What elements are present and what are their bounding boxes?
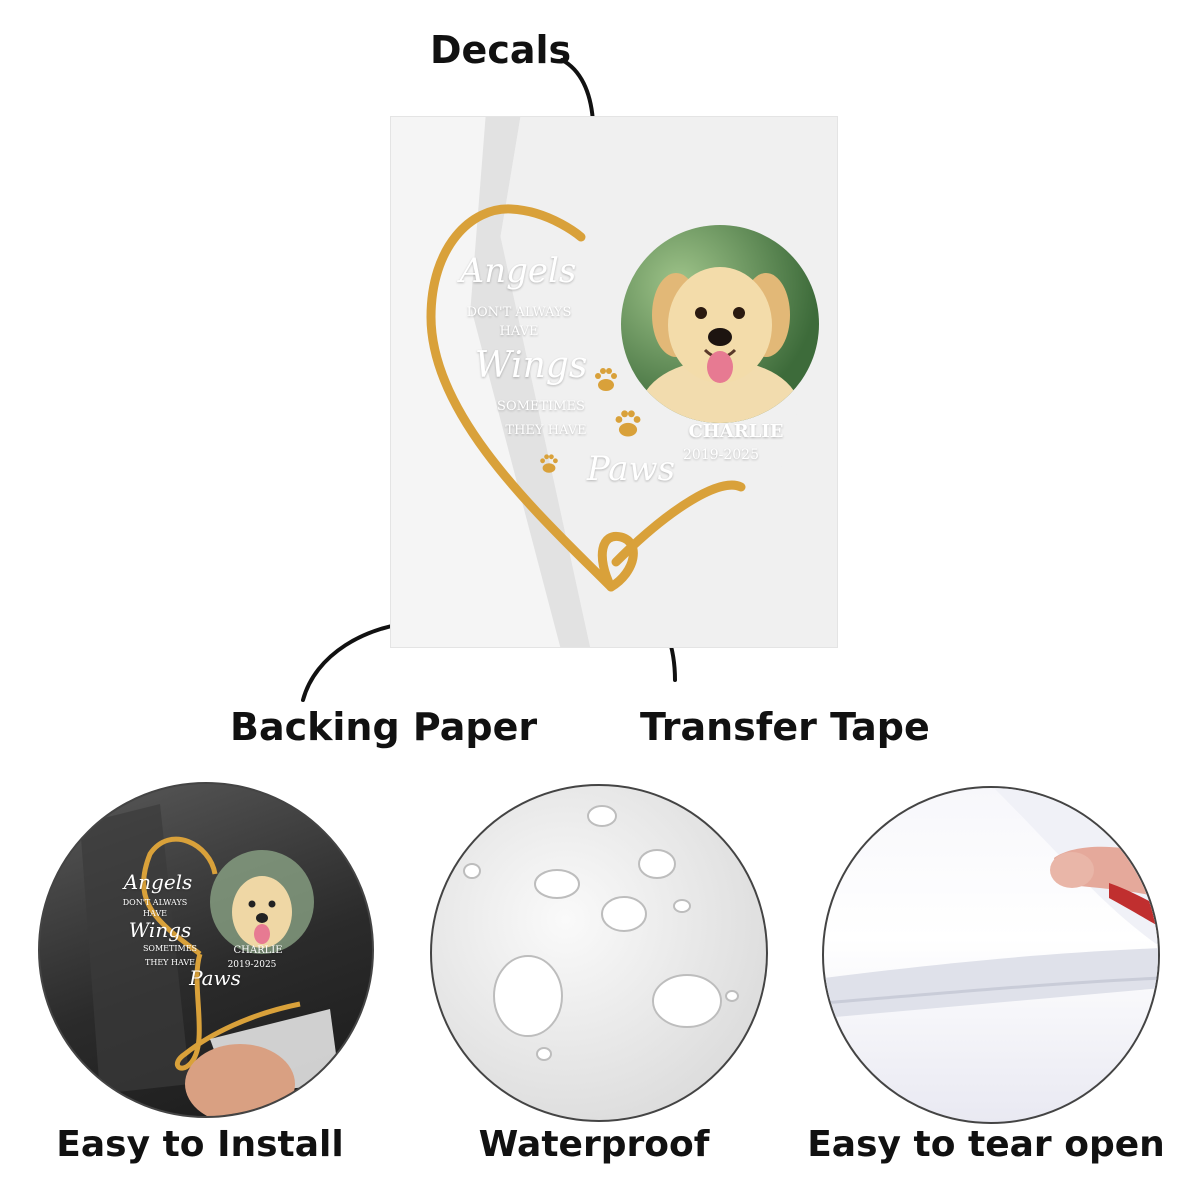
feature-label-install: Easy to Install bbox=[56, 1124, 344, 1165]
install-scene bbox=[80, 804, 340, 1116]
decal-have: HAVE bbox=[499, 324, 539, 339]
thumb-they-have: THEY HAVE bbox=[145, 958, 195, 967]
thumb-pet-years: 2019-2025 bbox=[227, 960, 277, 970]
thumb-wings: Wings bbox=[128, 918, 192, 942]
pet-years: 2019-2025 bbox=[683, 447, 759, 463]
thumb-sometimes: SOMETIMES bbox=[142, 944, 198, 953]
feature-tear-open-image bbox=[822, 786, 1160, 1124]
feature-waterproof-image bbox=[430, 784, 768, 1122]
thumb-paws: Paws bbox=[189, 966, 241, 990]
decals-label: Decals bbox=[430, 28, 572, 72]
feature-label-tear-open: Easy to tear open bbox=[807, 1124, 1165, 1165]
thumb-pet-name: CHARLIE bbox=[233, 945, 283, 956]
thumb-angels: Angels bbox=[123, 870, 193, 894]
decal-wings: Wings bbox=[474, 345, 588, 386]
decal-sometimes: SOMETIMES bbox=[497, 399, 585, 414]
peeling-sheet-icon bbox=[824, 788, 1158, 1018]
feature-label-waterproof: Waterproof bbox=[478, 1124, 710, 1165]
decal-dont-always: DON'T ALWAYS bbox=[466, 305, 572, 320]
decal-paws: Paws bbox=[586, 449, 676, 489]
pet-name: CHARLIE bbox=[688, 421, 784, 442]
thumb-dont-always: DON'T ALWAYS bbox=[122, 898, 188, 907]
puppy-illustration bbox=[640, 267, 800, 423]
transfer-tape-label: Transfer Tape bbox=[640, 705, 930, 749]
gold-heart-outline bbox=[426, 204, 746, 592]
paw-print-icon bbox=[540, 454, 558, 473]
feature-install-image bbox=[38, 782, 374, 1118]
pet-photo bbox=[621, 225, 819, 423]
water-droplets-icon bbox=[463, 805, 739, 1061]
paw-print-icon bbox=[595, 368, 617, 391]
backing-paper-label: Backing Paper bbox=[230, 705, 538, 749]
paw-print-icon bbox=[615, 410, 641, 437]
thumb-have: HAVE bbox=[143, 909, 167, 918]
decal-sheet: Angels DON'T ALWAYS HAVE Wings SOMETIMES… bbox=[390, 116, 838, 648]
decal-they-have: THEY HAVE bbox=[505, 423, 587, 438]
decal-angels: Angels bbox=[459, 251, 577, 291]
